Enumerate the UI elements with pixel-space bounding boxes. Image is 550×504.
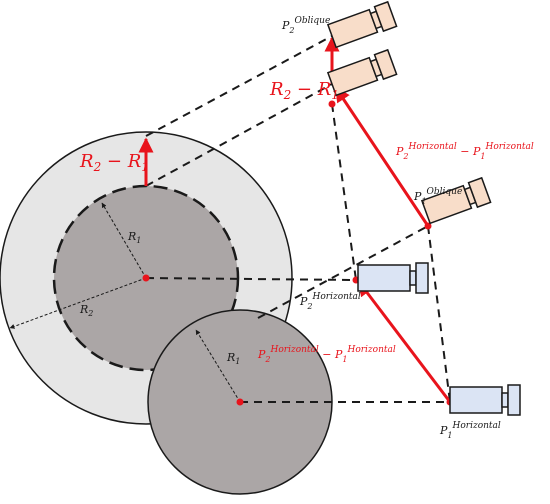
camera-oblique-mid [326,48,398,97]
arrow-oblique-diff [334,86,430,227]
label-p2-horizontal: P2Horizontal [299,292,361,311]
label-r2-minus-r1-left: R2 − R1 [79,151,149,174]
camera-p1-oblique [420,176,492,225]
label-p1-oblique: P1Oblique [413,187,462,206]
radius-r1-small [195,329,241,403]
radius-r1-big [101,202,147,279]
camera-p1-horizontal [449,384,521,416]
arrow-horizontal-diff [357,280,452,403]
label-horizontal-diff-lower: P2Horizontal − P1Horizontal [257,345,396,364]
label-horizontal-diff-upper: P2Horizontal − P1Horizontal [395,142,534,161]
camera-p2-horizontal [357,262,429,294]
label-r1-small: R1 [226,351,240,366]
label-r2-minus-r1-top: R2 − R1 [269,79,339,102]
radius-r2 [9,277,147,329]
label-r1-big: R1 [127,230,141,245]
label-p2-oblique: P2Oblique [281,16,330,35]
camera-p2-oblique [326,0,398,49]
projection-lines [145,35,451,403]
label-r2: R2 [79,303,93,318]
label-p1-horizontal: P1Horizontal [439,421,501,440]
